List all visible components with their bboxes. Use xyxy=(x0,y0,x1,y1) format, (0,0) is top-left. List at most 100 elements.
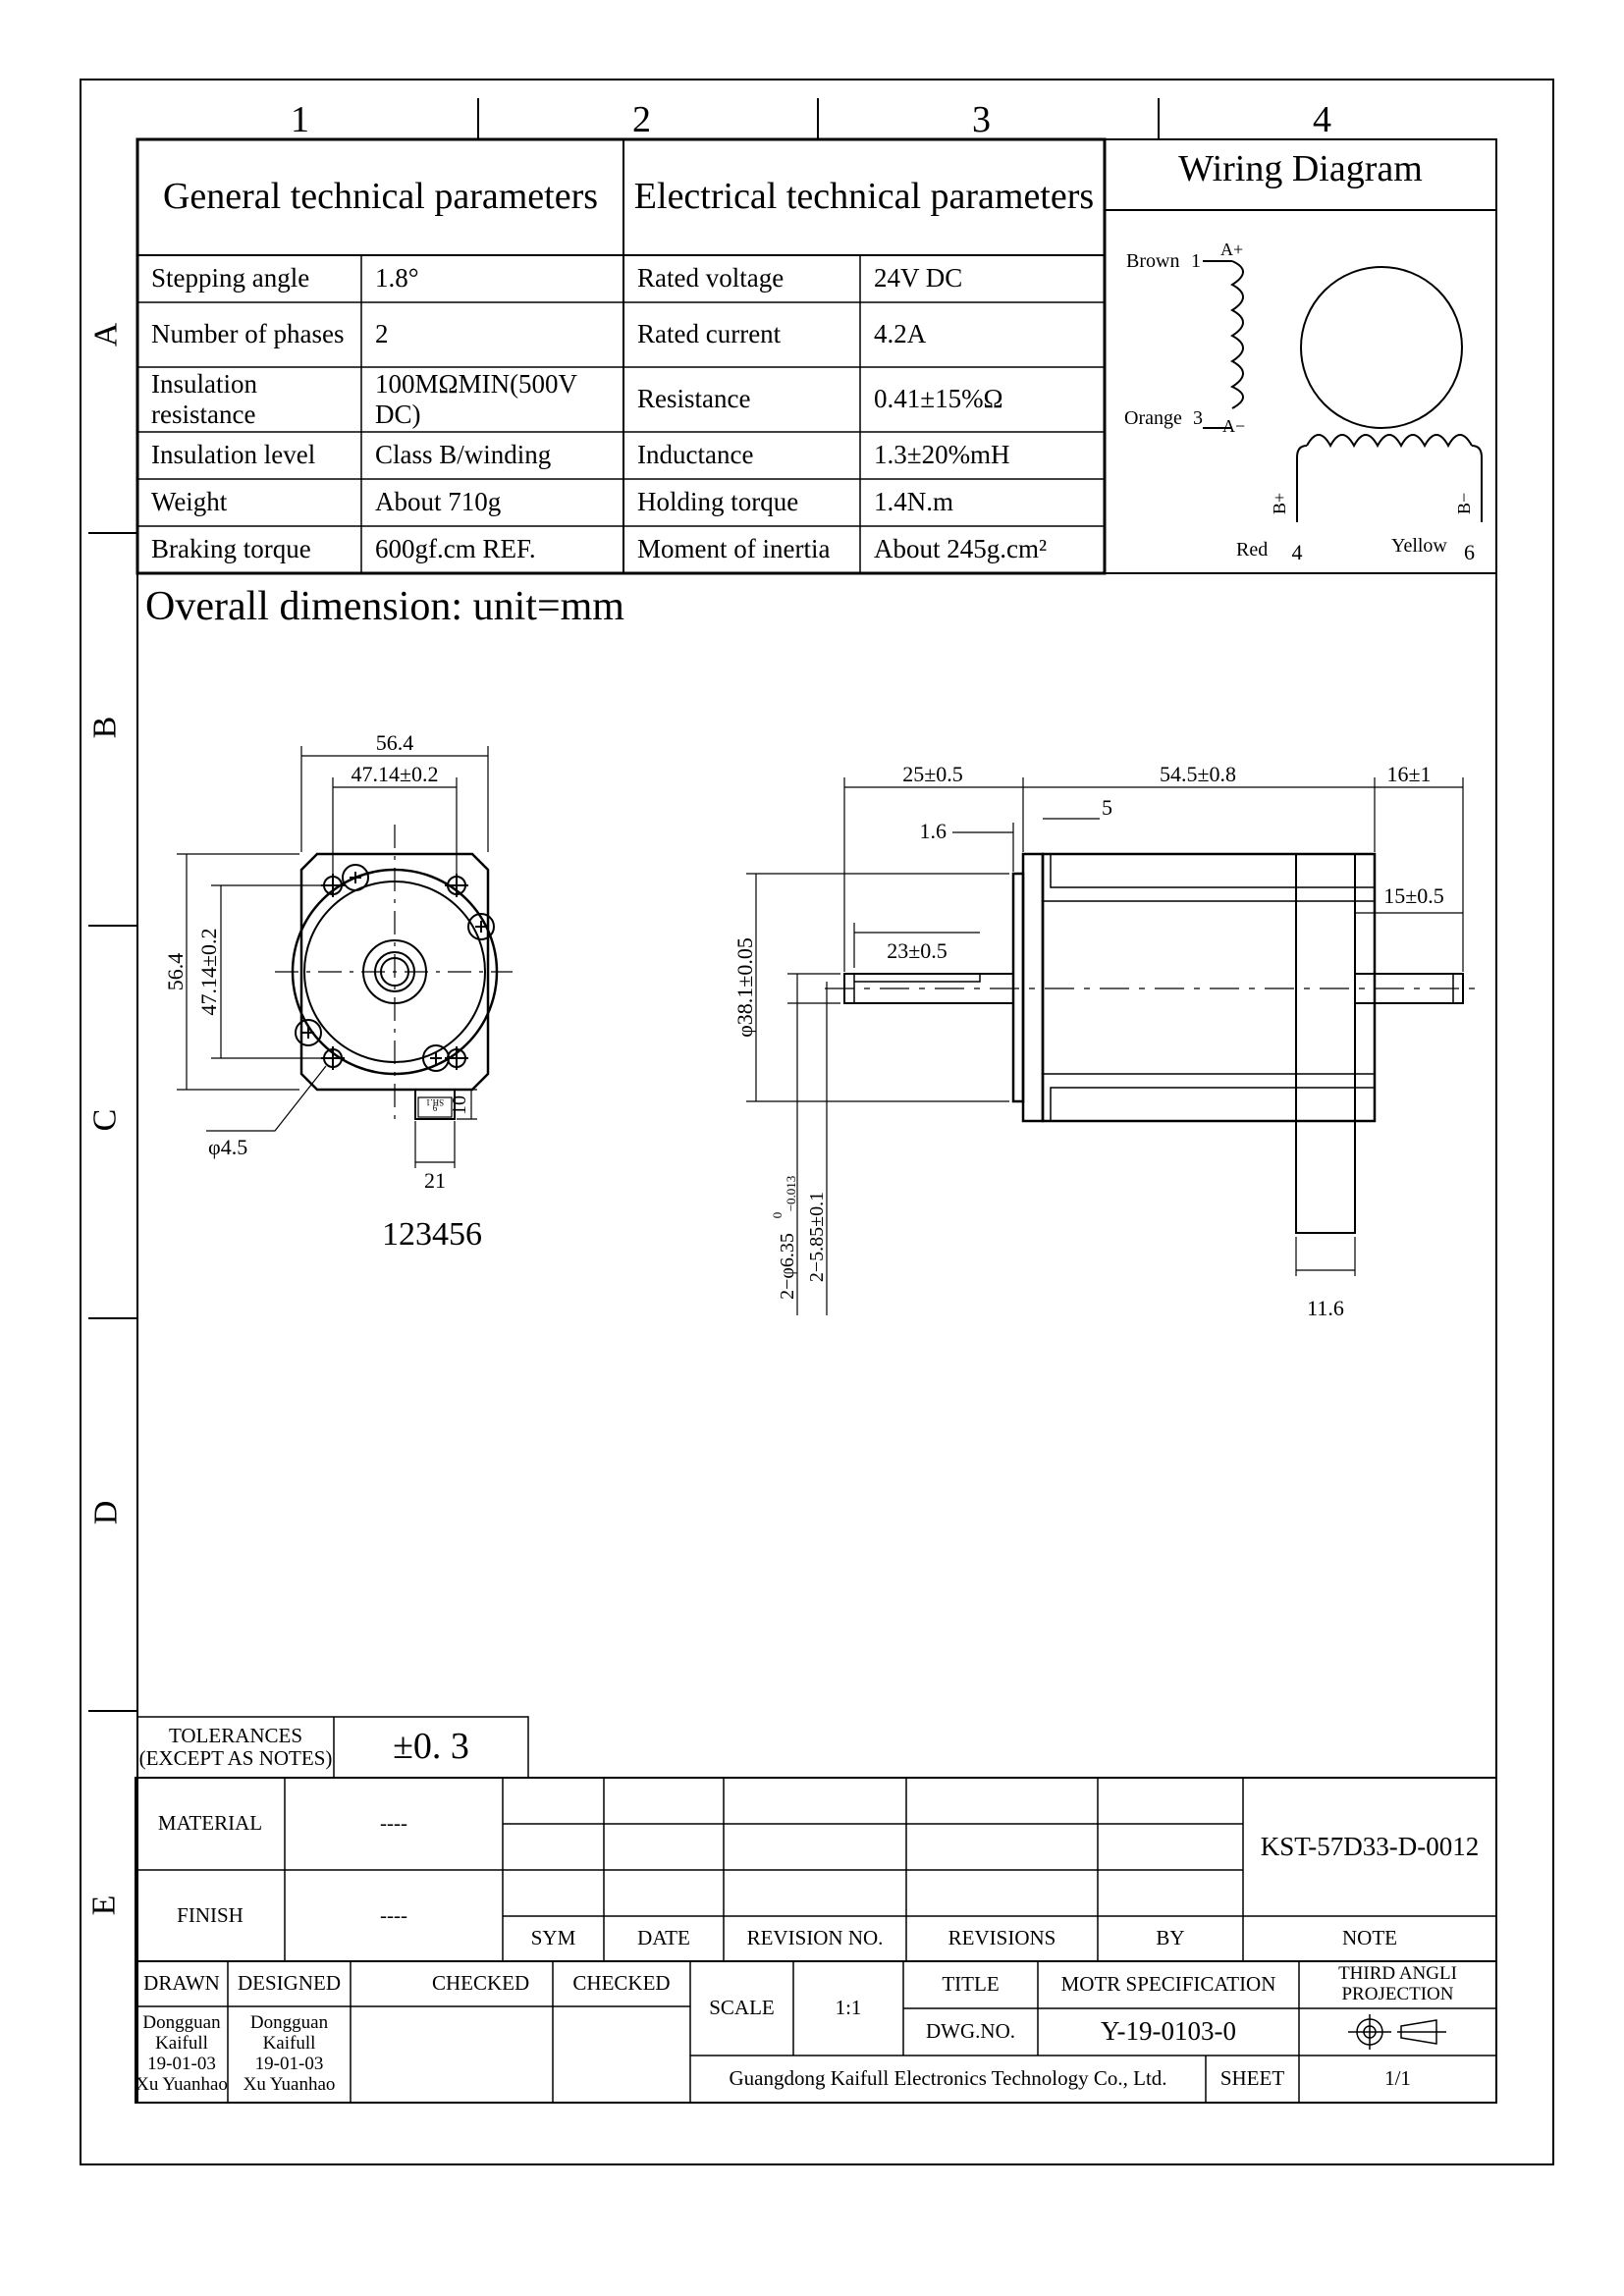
finish-value: ---- xyxy=(380,1902,407,1927)
electrical-value-5: About 245g.cm² xyxy=(874,534,1048,564)
general-label-1: Number of phases xyxy=(151,319,345,349)
designed-by-line-2: Kaifull xyxy=(262,2033,316,2055)
grid-row-b: B xyxy=(86,716,124,739)
dim-body-length: 54.5±0.8 xyxy=(1160,762,1236,786)
electrical-label-4: Holding torque xyxy=(637,487,799,517)
designed-by-line-1: Dongguan xyxy=(249,2012,329,2034)
tolerances-label-1: TOLERANCES xyxy=(168,1723,303,1747)
general-value-2: 100MΩMIN(500V DC) xyxy=(375,368,577,429)
grid-row-e: E xyxy=(85,1895,123,1916)
dwg-value: Y-19-0103-0 xyxy=(1101,2016,1236,2047)
wire-yellow-label: Yellow xyxy=(1391,535,1447,557)
scale-value: 1:1 xyxy=(835,1996,862,2020)
projection-label: THIRD ANGLI PROJECTION xyxy=(1299,1961,1496,2008)
wire-red-num: 4 xyxy=(1292,540,1303,564)
general-label-4: Weight xyxy=(151,487,228,517)
dim-shaft-length: 25±0.5 xyxy=(902,762,963,786)
general-value-1: 2 xyxy=(375,319,389,349)
general-value-3: Class B/winding xyxy=(375,440,552,470)
wire-brown-label: Brown xyxy=(1126,250,1179,272)
sheet-label: SHEET xyxy=(1219,2066,1285,2091)
checked-header-1: CHECKED xyxy=(432,1971,530,1996)
finish-label: FINISH xyxy=(177,1902,244,1927)
designed-by-line-3: 19-01-03 xyxy=(254,2054,324,2074)
side-view-drawing: 25±0.5 54.5±0.8 16±1 1.6 5 23±0.5 15±0.5… xyxy=(732,762,1483,1320)
wire-b-minus: B− xyxy=(1454,493,1474,514)
general-value-0: 1.8° xyxy=(375,263,419,294)
grid-col-3: 3 xyxy=(972,99,991,140)
dim-height: 56.4 xyxy=(163,953,188,991)
electrical-label-5: Moment of inertia xyxy=(637,534,831,564)
wiring-diagram: Brown 1 A+ Orange 3 A− B+ B− Red 4 Yello… xyxy=(1124,240,1483,564)
grid-row-d: D xyxy=(87,1500,125,1525)
rev-note-header: NOTE xyxy=(1342,1926,1397,1950)
dim-rear-flat: 15±0.5 xyxy=(1383,883,1444,908)
connector-mark-1: SH.1 xyxy=(426,1097,444,1107)
dim-flange-thickness: 1.6 xyxy=(920,819,947,843)
electrical-value-4: 1.4N.m xyxy=(874,487,953,517)
part-number: KST-57D33-D-0012 xyxy=(1260,1831,1480,1861)
wire-b-plus: B+ xyxy=(1270,493,1289,514)
wire-a-minus: A− xyxy=(1222,416,1245,436)
rev-date-header: DATE xyxy=(637,1926,690,1950)
dim-hole-dia: φ4.5 xyxy=(208,1135,247,1159)
rev-by-header: BY xyxy=(1156,1926,1185,1950)
grid-row-a: A xyxy=(87,322,125,347)
wire-orange-label: Orange xyxy=(1124,407,1182,429)
dim-hole-spacing-h: 47.14±0.2 xyxy=(351,762,438,786)
drawn-by-line-1: Dongguan xyxy=(142,2012,221,2034)
dwg-label: DWG.NO. xyxy=(926,2019,1015,2044)
checked-header-2: CHECKED xyxy=(572,1971,671,1996)
dim-shaft-dia: 2−φ6.35 xyxy=(777,1233,798,1300)
dimension-title: Overall dimension: unit=mm xyxy=(145,584,624,629)
electrical-label-0: Rated voltage xyxy=(637,263,785,294)
material-value: ---- xyxy=(380,1811,407,1836)
general-label-2: Insulation resistance xyxy=(151,368,257,429)
dim-connector-depth: 10 xyxy=(449,1095,470,1115)
electrical-value-0: 24V DC xyxy=(874,263,963,294)
material-label: MATERIAL xyxy=(157,1811,263,1836)
electrical-label-1: Rated current xyxy=(637,319,782,349)
grid-col-1: 1 xyxy=(291,99,309,140)
dim-hole-spacing-v: 47.14±0.2 xyxy=(196,928,221,1015)
tolerances-label-2: (EXCEPT AS NOTES) xyxy=(138,1746,333,1770)
general-label-0: Stepping angle xyxy=(151,263,310,294)
dim-flat-depth: 2−5.85±0.1 xyxy=(806,1192,828,1282)
wire-red-label: Red xyxy=(1236,539,1268,561)
wire-orange-num: 3 xyxy=(1193,407,1203,429)
electrical-value-3: 1.3±20%mH xyxy=(874,440,1010,470)
dim-flat-length: 23±0.5 xyxy=(887,938,947,963)
dim-shaft-tol-upper: 0 xyxy=(770,1212,785,1219)
connector-pin-label: 123456 xyxy=(382,1216,482,1253)
dim-boss: 5 xyxy=(1102,795,1112,820)
dim-width: 56.4 xyxy=(376,730,414,755)
grid-col-4: 4 xyxy=(1313,99,1331,140)
electrical-label-3: Inductance xyxy=(637,440,754,470)
title-label: TITLE xyxy=(942,1972,1000,1997)
electrical-value-1: 4.2A xyxy=(874,319,927,349)
general-label-3: Insulation level xyxy=(151,440,316,470)
revisions-header: REVISIONS xyxy=(947,1926,1056,1950)
drawn-header: DRAWN xyxy=(143,1971,220,1996)
connector-mark-2: 6 xyxy=(433,1103,438,1113)
projection-line-1: THIRD ANGLI xyxy=(1338,1963,1457,1985)
projection-line-2: PROJECTION xyxy=(1341,1984,1454,2004)
drawn-by-line-2: Kaifull xyxy=(155,2033,208,2055)
general-value-5: 600gf.cm REF. xyxy=(375,534,536,564)
scale-label: SCALE xyxy=(709,1996,775,2020)
designed-by: Dongguan Kaifull 19-01-03 Xu Yuanhao xyxy=(228,2006,351,2103)
third-angle-projection-icon xyxy=(1348,2014,1446,2050)
title-value: MOTR SPECIFICATION xyxy=(1060,1972,1276,1997)
designed-header: DESIGNED xyxy=(238,1971,341,1996)
wire-yellow-num: 6 xyxy=(1464,540,1475,564)
tolerances-value: ±0. 3 xyxy=(393,1726,469,1768)
electrical-value-2: 0.41±15%Ω xyxy=(874,384,1003,414)
dim-pilot: φ38.1±0.05 xyxy=(732,937,757,1038)
general-params-title: General technical parameters xyxy=(162,176,599,218)
rev-sym-header: SYM xyxy=(530,1926,576,1950)
grid-row-c: C xyxy=(86,1108,124,1132)
sheet-value: 1/1 xyxy=(1384,2066,1411,2091)
general-label-5: Braking torque xyxy=(151,534,311,564)
rev-no-header: REVISION NO. xyxy=(746,1926,884,1950)
